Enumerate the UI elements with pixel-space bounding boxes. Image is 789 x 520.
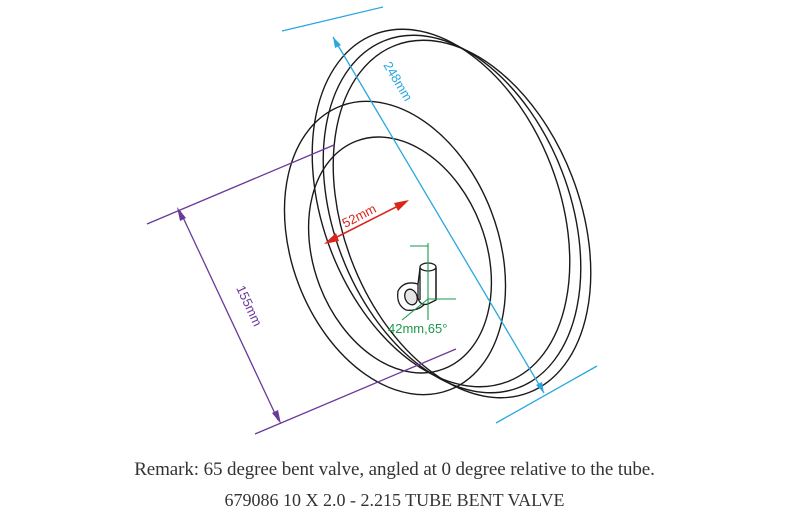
section-width-line xyxy=(179,210,279,421)
section-width-extension-bottom xyxy=(254,348,457,435)
outer-diameter-extension-bottom xyxy=(495,365,598,424)
section-width-label: 155mm xyxy=(233,283,265,329)
tube-inner-hole xyxy=(307,136,493,374)
outer-diameter-label: 248mm xyxy=(380,59,415,104)
remark-caption: Remark: 65 degree bent valve, angled at … xyxy=(134,459,655,480)
section-width-extension-top xyxy=(146,144,335,225)
inner-diameter-line xyxy=(328,202,405,242)
valve-dimension xyxy=(401,243,456,321)
tube-outer-edge xyxy=(311,28,571,388)
tube-outer-front-edge xyxy=(322,34,582,394)
outer-diameter-dimension xyxy=(281,6,598,424)
inner-diameter-arrow-left xyxy=(324,233,339,244)
bent-valve xyxy=(397,262,437,311)
valve-angle-line xyxy=(401,298,429,321)
valve-base-hole xyxy=(404,288,418,306)
section-width-dimension xyxy=(146,144,457,435)
valve-dimension-label: 42mm,65° xyxy=(388,321,447,336)
outer-diameter-line xyxy=(332,36,545,394)
outer-diameter-extension-top xyxy=(281,6,384,32)
outer-diameter-arrow-top xyxy=(333,37,341,48)
outer-diameter-arrow-bottom xyxy=(536,382,544,393)
tube-rim xyxy=(283,100,507,396)
inner-diameter-dimension xyxy=(324,200,409,244)
tube-outer-back-edge xyxy=(332,39,592,399)
valve-stem xyxy=(419,268,437,300)
section-width-arrow-top xyxy=(177,207,186,221)
inner-diameter-arrow-right xyxy=(394,200,409,211)
tube-outline xyxy=(283,28,592,399)
section-width-arrow-bottom xyxy=(272,410,281,424)
product-caption: 679086 10 X 2.0 - 2.215 TUBE BENT VALVE xyxy=(224,490,565,510)
